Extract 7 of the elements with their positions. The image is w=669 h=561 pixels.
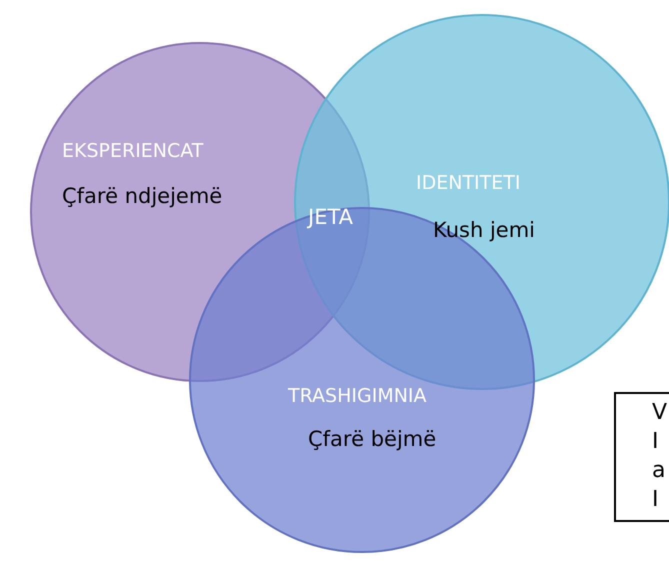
circle-title: EKSPERIENCAT [62, 140, 204, 162]
circle-title: IDENTITETI [416, 172, 520, 194]
circle-text: Kush jemi [433, 218, 536, 242]
circle-title: TRASHIGIMNIA [288, 385, 427, 407]
overlap-label: JETA [308, 205, 354, 229]
circle-text: Çfarë bëjmë [308, 427, 436, 451]
circle-text: Çfarë ndjejemë [62, 184, 222, 208]
